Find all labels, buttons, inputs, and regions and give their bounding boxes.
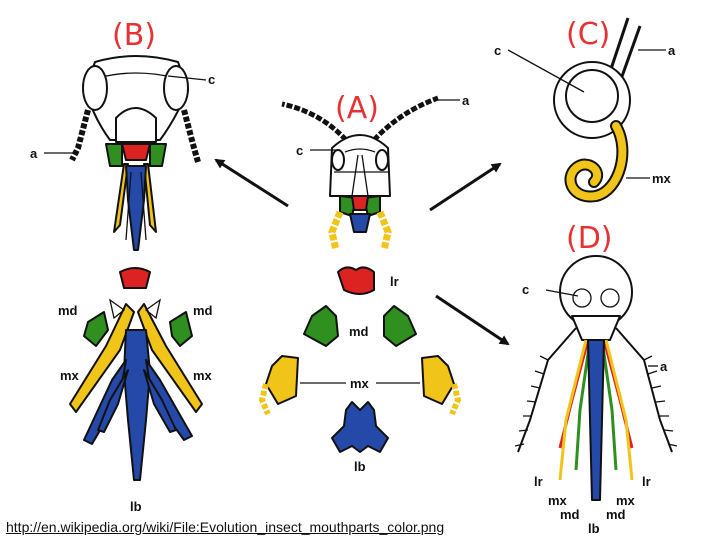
panel-d-label-md-left: md [560,507,580,522]
panel-a-label-lb: lb [354,459,366,474]
panel-b-labrum-part [119,267,151,289]
panel-b-maxilla-part-right [137,303,203,413]
panel-a-label-lr: lr [390,274,399,289]
panel-b-glossa-right [143,369,177,433]
panel-b-mandible-part-right [169,311,193,347]
panel-b-labium-part [123,329,151,481]
panel-b: (B) c [30,18,215,514]
panel-d-label-lr-left: lr [534,474,543,489]
panel-b-label-mx-right: mx [193,368,213,383]
panel-b-maxilla-right [143,163,157,233]
panel-d-maxilla-stylet-left [558,339,588,481]
panel-d-title: (D) [566,221,613,256]
panel-d: (D) c a lr lr mx mx md md lb [514,221,678,536]
panel-a-maxilla-part-right [421,355,455,405]
arrow-to-b [214,158,289,208]
panel-a-palp-left [328,210,344,251]
panel-b-eye-right [163,65,189,111]
arrow-to-d [435,294,510,346]
panel-a-label-a: a [462,93,470,108]
panel-a-head [329,134,391,197]
panel-b-label-md-right: md [193,303,213,318]
panel-a-antenna-right [372,95,439,142]
arrow-to-c [429,162,502,212]
panel-a-title: (A) [335,91,379,126]
panel-a-labrum-part [337,266,375,295]
panel-a-mandible-part-right [383,305,417,347]
panel-b-maxilla-left [113,163,129,233]
panel-a-antenna-left [281,101,348,142]
panel-b-label-a: a [30,146,38,161]
panel-d-antenna-right [615,327,673,453]
panel-b-labrum [121,143,151,161]
panel-b-label-md-left: md [58,303,78,318]
panel-b-label-mx-left: mx [60,368,80,383]
panel-b-mandible-right [149,143,167,167]
panel-b-mandible-left [105,143,123,167]
panel-b-title: (B) [112,18,156,53]
panel-d-mandible-stylet-right [600,339,618,471]
panel-d-label-c: c [522,282,529,297]
panel-a-label-c: c [296,143,303,158]
panel-b-glossa-left [97,369,129,433]
panel-d-label-a: a [660,359,668,374]
panel-c-label-mx: mx [652,171,672,186]
panel-c-label-c: c [494,43,501,58]
panel-a-label-mx: mx [350,376,370,391]
panel-d-label-md-right: md [606,507,626,522]
panel-c: (C) c a mx [494,17,676,203]
panel-c-title: (C) [566,17,610,52]
panel-b-mandible-part-left [83,311,109,347]
panel-a-labium-part [331,401,389,453]
panel-c-label-a: a [668,43,676,58]
panel-b-clypeus [115,107,157,143]
panel-d-label-mx-right: mx [616,493,636,508]
source-url-caption[interactable]: http://en.wikipedia.org/wiki/File:Evolut… [6,519,445,535]
panel-a-mandible-part-left [303,305,339,347]
panel-b-maxilla-part-left [69,303,135,413]
panel-d-labium [587,339,605,501]
panel-b-label-lb: lb [130,499,142,514]
panel-c-eye [565,69,619,123]
panel-a-label-md: md [349,324,369,339]
panel-b-antenna-right [181,109,201,163]
panel-a-labrum [351,195,369,211]
panel-a-maxilla-part-left [265,355,299,405]
panel-d-label-lb: lb [588,521,600,536]
panel-d-mandible-stylet-left [574,339,592,471]
panel-b-eye-left [82,65,108,111]
panel-d-maxilla-stylet-right [604,339,634,481]
panel-b-label-c: c [208,72,215,87]
panel-b-head [84,55,189,141]
panel-d-antenna-left [517,327,577,453]
panel-a-palp-right [376,210,392,251]
panel-a: (A) a c lr md mx lb [258,91,470,474]
panel-d-label-mx-left: mx [548,493,568,508]
panel-d-label-lr-right: lr [642,474,651,489]
panel-b-antenna-left [69,109,91,162]
panel-a-labium [349,213,371,233]
panel-b-labium [125,165,147,251]
